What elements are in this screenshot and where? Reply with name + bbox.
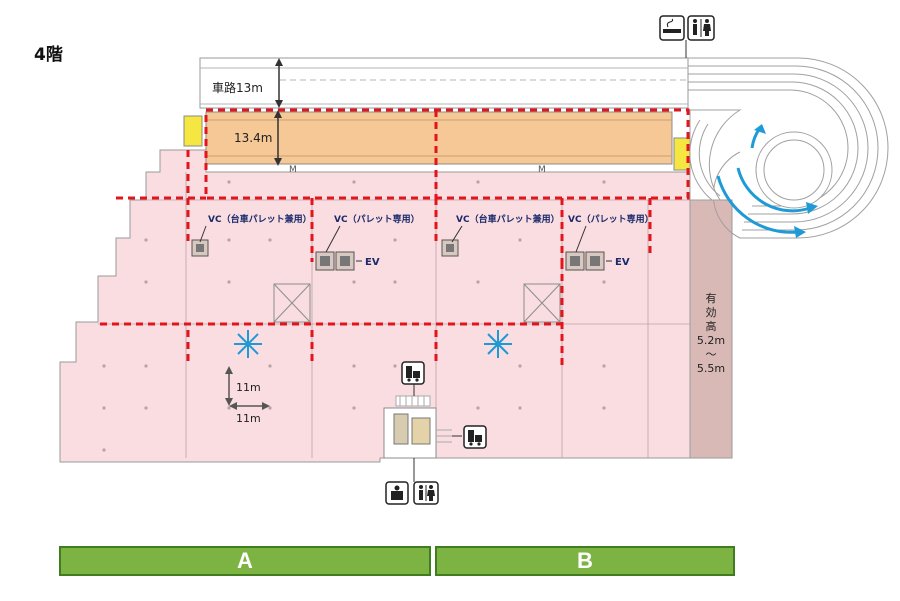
span-v-label: 11m <box>236 381 261 394</box>
vc-unit-2 <box>315 251 335 271</box>
clear-height-3: 高 <box>706 319 717 333</box>
vc-unit-3 <box>441 239 459 257</box>
zone-b-bar: B <box>435 546 735 576</box>
vc-unit-1 <box>191 239 209 257</box>
vc-unit-4 <box>565 251 585 271</box>
restroom-icon <box>413 481 439 505</box>
span-dimension <box>225 366 270 410</box>
span-h-label: 11m <box>236 412 261 425</box>
m-mark-1: M <box>289 165 297 175</box>
ramp-marker-left <box>183 115 203 147</box>
ramp-arrowheads <box>754 124 818 238</box>
restroom-icon <box>687 15 715 41</box>
ev-unit-1 <box>335 251 355 271</box>
void-box-1 <box>273 283 311 323</box>
clear-height-6: 5.5m <box>697 362 725 375</box>
cart-icon <box>401 361 425 385</box>
snowflake-icon <box>234 330 262 358</box>
zone-a-bar: A <box>59 546 431 576</box>
road-width-label: 車路13m <box>212 80 263 95</box>
column-markers <box>102 180 606 452</box>
ev-label-a: EV <box>365 257 380 268</box>
berth-depth-label: 13.4m <box>234 131 272 145</box>
vc-label-b2: VC（パレット専用） <box>568 213 654 225</box>
road-strip <box>199 57 689 109</box>
vc-label-a1: VC（台車パレット兼用） <box>208 213 312 225</box>
ev-label-b: EV <box>615 257 630 268</box>
clear-height-2: 効 <box>706 305 717 319</box>
clear-height-5: ～ <box>706 348 717 361</box>
spiral-ramp <box>688 57 889 239</box>
road-dimension <box>275 58 283 108</box>
cart-icon <box>463 425 487 449</box>
snowflake-icon <box>484 330 512 358</box>
partition-lines <box>100 108 690 366</box>
lounge-icon <box>385 481 409 505</box>
clear-height-1: 有 <box>706 291 717 305</box>
clear-height-4: 5.2m <box>697 334 725 347</box>
vc-label-a2: VC（パレット専用） <box>334 213 420 225</box>
floor-title: 4階 <box>34 45 63 65</box>
truck-berth <box>205 111 673 165</box>
berth-dimension <box>274 110 282 166</box>
m-mark-2: M <box>538 165 546 175</box>
smoking-room-icon <box>659 15 685 41</box>
service-core <box>383 384 462 482</box>
vc-label-b1: VC（台車パレット兼用） <box>456 213 560 225</box>
ev-unit-2 <box>585 251 605 271</box>
void-box-2 <box>523 283 561 323</box>
leader-lines <box>199 225 612 262</box>
